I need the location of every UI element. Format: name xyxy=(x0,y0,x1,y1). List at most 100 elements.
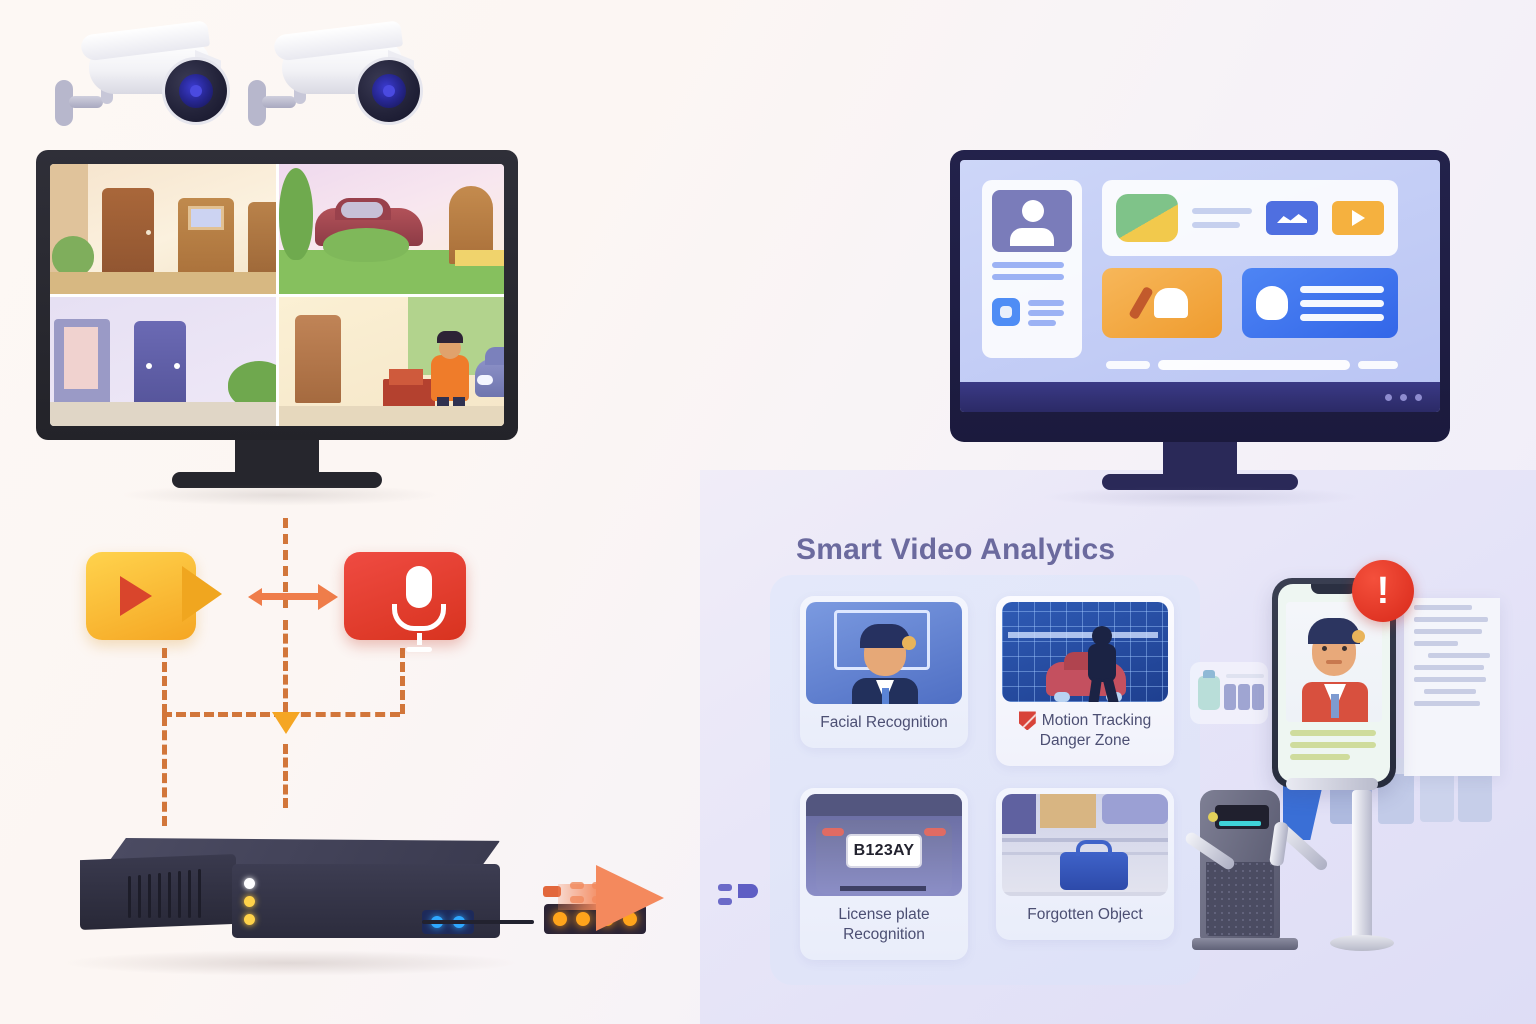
profile-card[interactable] xyxy=(982,180,1082,358)
analytics-dashboard-monitor[interactable] xyxy=(950,150,1450,442)
page-title: Smart Video Analytics xyxy=(796,533,1116,566)
card-label-line1: License plate xyxy=(838,906,930,924)
turnstile-display xyxy=(1215,805,1269,829)
camera-wall-plate xyxy=(55,80,73,126)
status-led-record xyxy=(244,896,255,907)
background-shape xyxy=(1458,768,1492,822)
video-camera-lens-icon xyxy=(182,566,222,622)
license-plate-thumbnail: B123AY xyxy=(806,794,962,897)
mic-arc-icon xyxy=(392,604,446,631)
camera-lens xyxy=(372,74,406,108)
doc-text-line xyxy=(1414,665,1484,670)
brush-icon xyxy=(1128,285,1154,321)
media-gallery-card[interactable] xyxy=(1102,180,1398,256)
cctv-quad-view-monitor[interactable] xyxy=(36,150,518,440)
camera-lens-ring xyxy=(358,60,420,122)
monitor-bezel-strip xyxy=(960,382,1440,412)
quadrant-front-door-entrance[interactable] xyxy=(50,164,276,294)
turnstile-indicator-led xyxy=(1208,812,1218,822)
mic-capsule-icon xyxy=(406,566,432,608)
license-plate-text: B123AY xyxy=(853,842,915,859)
quad-view-screen xyxy=(50,164,504,426)
camera-lens-highlight xyxy=(190,85,202,97)
orange-led-icon xyxy=(576,912,591,926)
flow-dashed-from-video xyxy=(162,648,167,714)
play-triangle-icon xyxy=(120,576,152,616)
quadrant-side-entrance-doors[interactable] xyxy=(50,296,276,426)
orange-tool-card[interactable] xyxy=(1102,268,1222,338)
doc-text-line xyxy=(1414,677,1486,682)
arrow-dash-segment-purple xyxy=(718,898,732,905)
camera-mount-arm xyxy=(262,96,296,108)
card-label-block: License plate Recognition xyxy=(832,896,935,954)
arrow-dash-segment-purple xyxy=(738,884,758,898)
forgotten-object-thumbnail xyxy=(1002,794,1168,896)
door-icon xyxy=(248,202,276,282)
process-arrow-head xyxy=(596,865,664,931)
unattended-bag-icon xyxy=(1060,852,1128,890)
blue-list-card[interactable] xyxy=(1242,268,1398,338)
camera-lens-highlight xyxy=(383,85,395,97)
luggage-scanner-panel xyxy=(1190,662,1268,724)
bezel-dot-icon xyxy=(1415,393,1422,401)
monitor-stand-base xyxy=(172,472,382,488)
nvr-front-panel xyxy=(232,864,646,938)
card-label: Forgotten Object xyxy=(1027,905,1143,923)
video-camera-icon[interactable] xyxy=(86,552,196,640)
card-label-line2: Recognition xyxy=(843,925,925,943)
facial-recognition-card[interactable]: Facial Recognition xyxy=(800,596,968,748)
suitcase-icon xyxy=(1198,676,1220,710)
camera-wall-plate xyxy=(248,80,266,126)
doc-text-line xyxy=(1424,689,1476,694)
security-camera-1 xyxy=(55,20,235,137)
quadrant-driveway-car[interactable] xyxy=(278,164,504,294)
doc-text-line xyxy=(1414,641,1458,646)
alert-badge[interactable]: ! xyxy=(1352,560,1414,622)
camera-lens xyxy=(179,74,213,108)
orange-led-icon xyxy=(553,912,568,926)
nvr-side-panel xyxy=(80,854,236,930)
progress-bar[interactable] xyxy=(1158,360,1350,370)
list-line xyxy=(1300,285,1384,293)
avatar xyxy=(992,190,1072,252)
door-icon xyxy=(102,188,154,282)
mic-stem-icon xyxy=(416,633,422,645)
report-document xyxy=(1404,598,1500,776)
microphone-icon[interactable] xyxy=(344,552,466,652)
monitor-stand-neck xyxy=(235,440,319,478)
status-led-power xyxy=(244,878,255,889)
doc-text-line xyxy=(1428,653,1490,658)
card-label-line2: Danger Zone xyxy=(1039,731,1131,749)
background-shape xyxy=(1420,772,1454,822)
alert-badge-symbol: ! xyxy=(1376,569,1390,612)
flow-dashed-from-mic xyxy=(400,648,405,714)
chart-thumbnail-icon xyxy=(1266,201,1318,235)
nvr-shadow xyxy=(60,950,520,976)
flow-dashed-horizontal-right xyxy=(286,712,400,717)
arrow-dash-segment xyxy=(543,886,561,897)
reader-texture-panel xyxy=(1206,862,1274,936)
profile-badge-icon xyxy=(992,298,1020,326)
tail-light-icon xyxy=(822,828,844,836)
list-line xyxy=(1300,313,1384,321)
progress-row[interactable] xyxy=(1106,356,1398,374)
cloud-icon xyxy=(1256,286,1288,320)
profile-text-line xyxy=(992,262,1064,268)
motion-tracking-card[interactable]: Motion Tracking Danger Zone xyxy=(996,596,1174,766)
network-video-recorder[interactable] xyxy=(80,838,646,948)
profile-text-line xyxy=(1028,300,1064,306)
process-arrow-tail xyxy=(558,884,602,910)
camera-mount-arm xyxy=(69,96,103,108)
bidirectional-arrow xyxy=(248,584,338,610)
quadrant-delivery-person[interactable] xyxy=(278,296,504,426)
monitor-stand-neck xyxy=(1163,442,1237,478)
turnstile-base xyxy=(1330,935,1394,951)
forgotten-object-card[interactable]: Forgotten Object xyxy=(996,788,1174,940)
mic-base-icon xyxy=(406,647,432,652)
arrow-dash-segment-purple xyxy=(718,884,732,891)
license-plate-card[interactable]: B123AY License plate Recognition xyxy=(800,788,968,960)
monitor-stand-base xyxy=(1102,474,1298,490)
phone-info-line xyxy=(1290,754,1350,760)
person-icon xyxy=(1092,626,1112,646)
turnstile-foot-plate xyxy=(1192,938,1298,950)
